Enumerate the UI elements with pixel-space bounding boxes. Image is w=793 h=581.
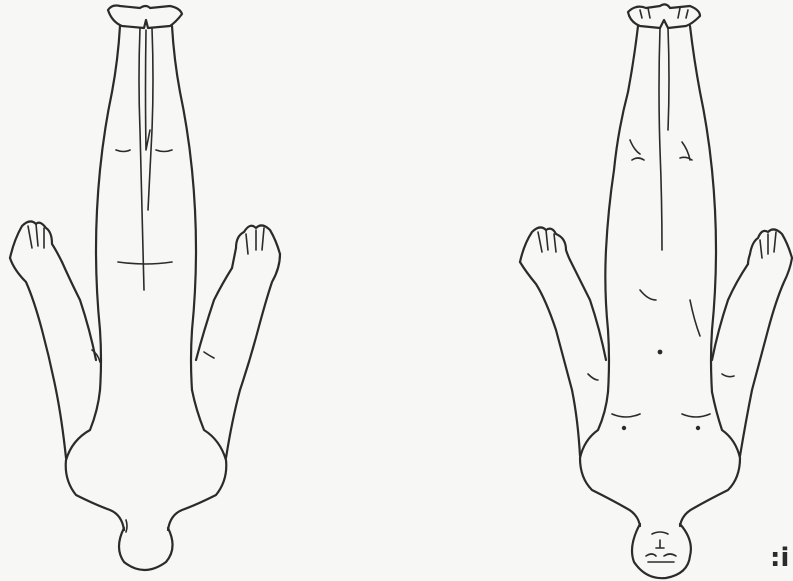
back-view-inner-leg-right xyxy=(148,28,153,210)
front-view-groin-left xyxy=(640,290,656,300)
back-view-left-leg-outline xyxy=(96,26,120,390)
back-view-right-fingers xyxy=(246,228,264,254)
front-view-left-leg-outline xyxy=(605,26,638,392)
back-view-inner-leg-left xyxy=(139,28,144,290)
front-view-chest-right xyxy=(682,414,710,417)
front-view-right-elbow xyxy=(722,374,734,377)
back-view-left-fingers xyxy=(28,224,44,248)
back-view-right-arm-inner xyxy=(196,268,232,360)
back-view-inner-leg-gap xyxy=(146,30,151,150)
front-view-inner-leg xyxy=(659,28,662,250)
front-view-feet xyxy=(628,4,700,28)
front-view-figure xyxy=(520,4,792,578)
front-view-navel xyxy=(658,350,663,355)
front-view-right-fingers xyxy=(760,232,776,258)
front-view-inner-leg-right xyxy=(668,28,669,130)
back-view-right-elbow xyxy=(204,352,214,358)
front-view-torso-right xyxy=(680,392,740,526)
back-view-head xyxy=(119,528,173,570)
front-view-torso-left xyxy=(580,392,640,526)
back-view-left-arm-inner xyxy=(62,262,96,360)
front-view-right-leg-outline xyxy=(690,26,716,392)
back-view-left-arm-outer xyxy=(10,258,66,458)
back-view-knee-mark-left xyxy=(116,150,130,152)
front-view-face-mouth xyxy=(652,532,668,534)
back-view-neck-mark xyxy=(126,520,127,532)
front-view-knee-left xyxy=(630,140,644,160)
front-view-left-hand xyxy=(520,227,570,262)
back-view-feet xyxy=(108,6,182,29)
front-view-nipple-left xyxy=(622,426,626,430)
back-view-torso-right xyxy=(168,390,226,530)
corner-label-mark: ᴉ: xyxy=(770,547,789,573)
back-view-right-leg-outline xyxy=(172,26,196,390)
front-view-toes xyxy=(640,8,688,18)
front-view-face-eyes xyxy=(646,554,676,556)
front-view-groin-right xyxy=(690,300,700,336)
front-view-right-arm-outer xyxy=(740,258,792,456)
back-view-figure xyxy=(10,6,280,571)
back-view-buttock-crease xyxy=(118,262,172,264)
front-view-face-nose xyxy=(656,540,664,548)
front-view-right-arm-inner xyxy=(712,264,748,360)
front-view-nipple-right xyxy=(696,426,700,430)
back-view-right-arm-outer xyxy=(226,254,280,458)
front-view-chest-left xyxy=(612,414,640,417)
front-view-right-hand xyxy=(748,229,792,264)
front-view-knee-right xyxy=(680,142,692,160)
back-view-knee-mark-right xyxy=(156,150,172,152)
front-view-left-elbow xyxy=(588,374,598,380)
front-view-left-arm-outer xyxy=(520,262,580,456)
front-view-left-fingers xyxy=(538,230,556,252)
front-view-left-arm-inner xyxy=(570,260,606,360)
back-view-torso-left xyxy=(66,390,124,530)
